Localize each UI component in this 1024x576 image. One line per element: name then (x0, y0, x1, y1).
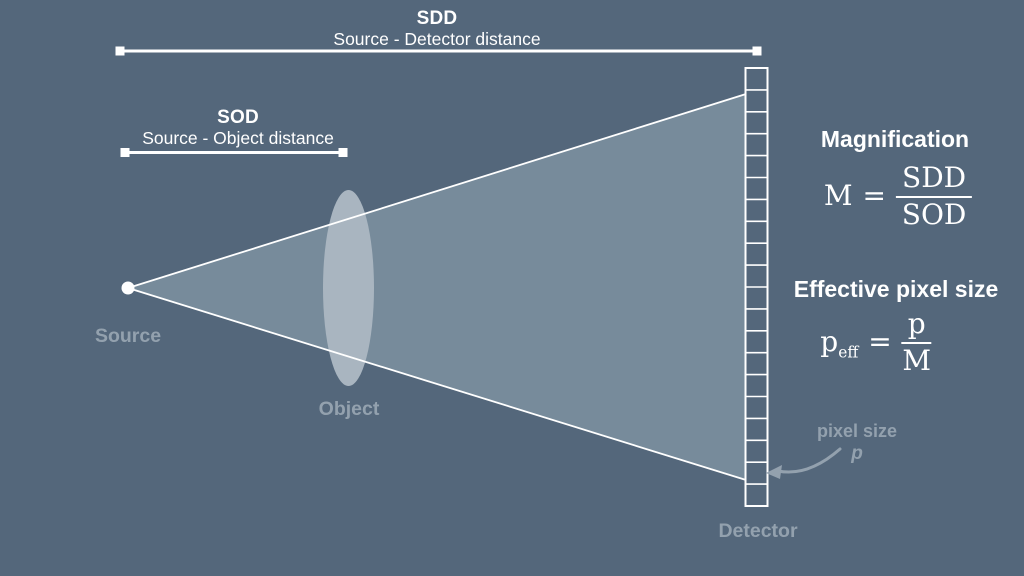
effective-pixel-size-formula: peff = p M (820, 309, 931, 377)
sod-right-endcap (339, 148, 348, 157)
source-label: Source (95, 325, 161, 348)
magnification-equals: = (863, 181, 886, 212)
magnification-fraction: SDD SOD (896, 163, 972, 231)
magnification-numerator: SDD (896, 163, 972, 198)
sdd-label: Source - Detector distance (333, 29, 540, 50)
effective-pixel-size-lhs-subscript: eff (838, 344, 858, 362)
pixel-size-note-symbol: p (817, 443, 897, 466)
sod-measure-line (121, 148, 348, 157)
effective-pixel-size-equals: = (868, 327, 891, 358)
effective-pixel-size-numerator: p (902, 309, 932, 344)
pixel-size-note-label: pixel size (817, 421, 897, 443)
sdd-abbr: SDD (417, 8, 458, 30)
magnification-lhs: M (824, 181, 853, 212)
sdd-left-endcap (116, 47, 125, 56)
magnification-formula: M = SDD SOD (824, 163, 972, 231)
effective-pixel-size-fraction: p M (902, 309, 932, 377)
pixel-size-note: pixel size p (817, 421, 897, 465)
sod-label: Source - Object distance (142, 128, 334, 149)
effective-pixel-size-lhs-base: p (820, 325, 838, 358)
magnification-denominator: SOD (902, 198, 967, 231)
magnification-title: Magnification (821, 126, 969, 153)
source-point (122, 282, 135, 295)
sod-abbr: SOD (217, 107, 259, 129)
sod-left-endcap (121, 148, 130, 157)
effective-pixel-size-lhs: peff (820, 327, 858, 358)
detector-grid (746, 68, 768, 506)
sdd-right-endcap (753, 47, 762, 56)
detector-label: Detector (718, 520, 797, 543)
object-label: Object (319, 398, 380, 421)
effective-pixel-size-denominator: M (902, 344, 931, 377)
effective-pixel-size-title: Effective pixel size (794, 276, 999, 303)
detector-grid-lines (746, 90, 768, 484)
